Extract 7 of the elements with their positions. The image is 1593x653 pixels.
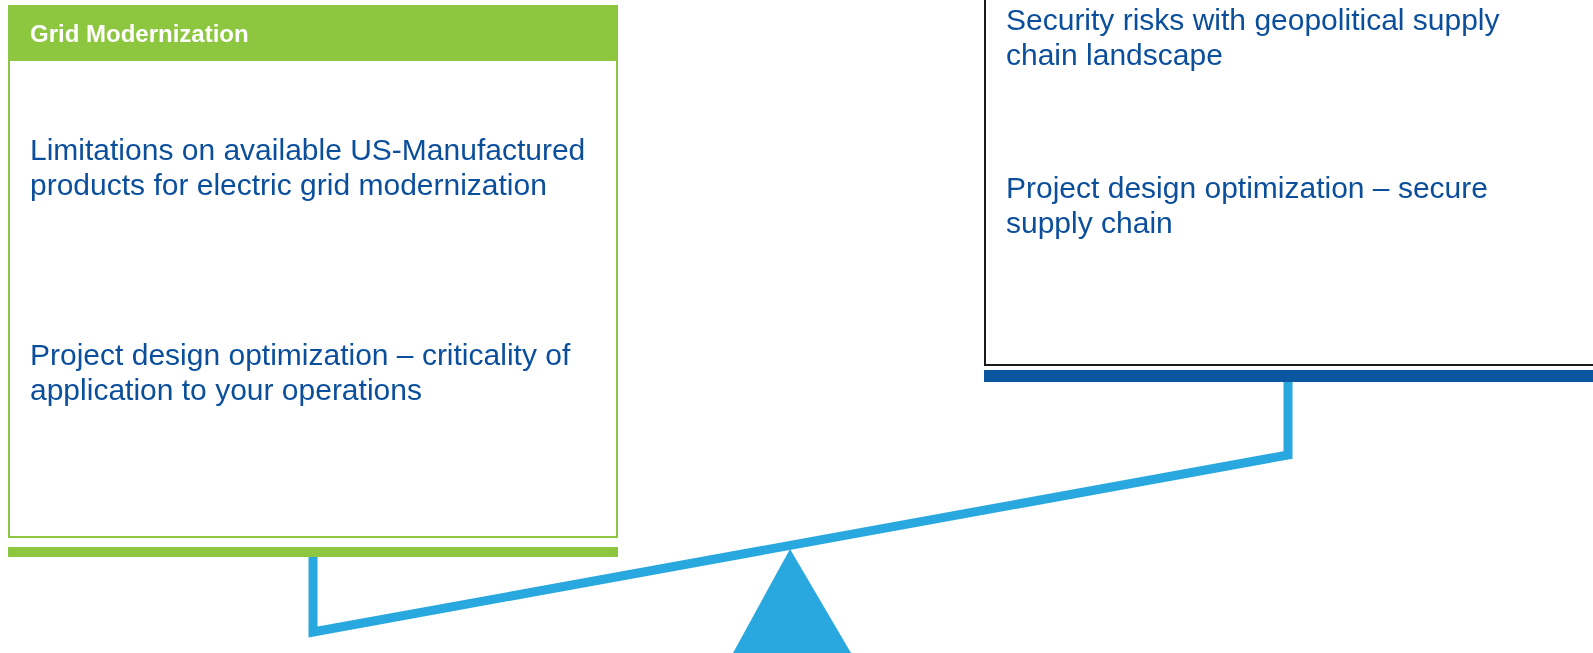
body-text: Limitations on available US-Manufactured products for electric grid modernization: [30, 132, 587, 202]
card-header: Grid Modernization: [10, 7, 616, 61]
text-card: [8, 5, 618, 538]
text-card: [984, 0, 1593, 366]
body-text: Project design optimization – criticality of application to your operations: [30, 337, 572, 407]
body-text: Project design optimization – secure supply chain: [1006, 170, 1489, 240]
body-text: Security risks with geopolitical supply chain landscape: [1006, 2, 1501, 72]
